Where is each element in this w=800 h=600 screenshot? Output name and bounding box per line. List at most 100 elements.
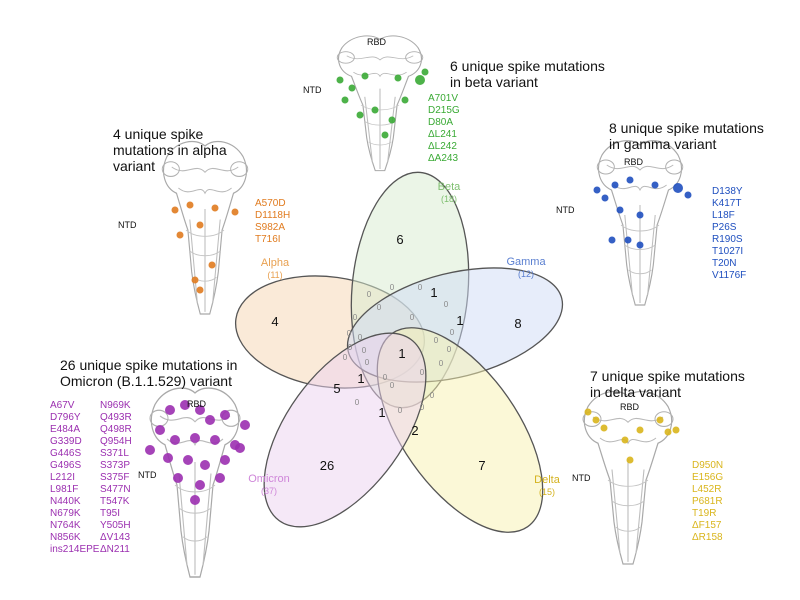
mutation-marker bbox=[220, 410, 230, 420]
mutation-marker bbox=[183, 455, 193, 465]
mutation-marker bbox=[381, 131, 389, 139]
gamma-mutation-item: L18F bbox=[712, 210, 735, 221]
venn-label-delta-count: (15) bbox=[538, 487, 555, 497]
venn-label-delta-name: Delta bbox=[534, 474, 560, 486]
alpha-mutation-item: A570D bbox=[255, 198, 286, 209]
gamma-mutation-item: T20N bbox=[712, 258, 737, 269]
venn-region-numbers: 4 6 8 7 26 1 1 1 5 1 1 2 bbox=[271, 232, 521, 473]
alpha-mutation-markers bbox=[171, 201, 239, 294]
omicron-mutation-item: Y505H bbox=[100, 520, 131, 531]
venn-zero-label: 0 bbox=[434, 336, 439, 345]
venn-zero-label: 0 bbox=[418, 283, 423, 292]
mutation-marker bbox=[200, 460, 210, 470]
venn-zero-label: 0 bbox=[348, 343, 353, 352]
mutation-marker bbox=[672, 426, 680, 434]
mutation-marker bbox=[220, 455, 230, 465]
mutation-marker bbox=[624, 236, 632, 244]
omicron-mutation-item: Q954H bbox=[100, 436, 132, 447]
mutation-marker bbox=[205, 415, 215, 425]
mutation-marker bbox=[388, 116, 396, 124]
mutation-marker bbox=[626, 176, 634, 184]
region-center: 1 bbox=[398, 346, 405, 361]
omicron-mutation-item: T95I bbox=[100, 508, 121, 519]
beta-mutation-item: D215G bbox=[428, 105, 460, 116]
venn-zero-label: 0 bbox=[355, 398, 360, 407]
delta-mutation-item: D950N bbox=[692, 460, 724, 471]
mutation-marker bbox=[155, 425, 165, 435]
mutation-marker bbox=[211, 204, 219, 212]
beta-title-line-2: in beta variant bbox=[450, 74, 538, 90]
mutation-marker bbox=[235, 443, 245, 453]
region-alpha-omicron-inner: 1 bbox=[357, 371, 364, 386]
mutation-marker bbox=[401, 96, 409, 104]
venn-zero-label: 0 bbox=[398, 406, 403, 415]
region-alpha-only: 4 bbox=[271, 314, 278, 329]
omicron-mutation-item: G339D bbox=[50, 436, 82, 447]
omicron-mutation-item: T547K bbox=[100, 496, 130, 507]
omicron-mutation-item: ΔN211 bbox=[100, 544, 130, 555]
mutation-marker bbox=[371, 106, 379, 114]
venn-zero-label: 0 bbox=[367, 290, 372, 299]
mutation-marker bbox=[190, 433, 200, 443]
region-delta-beta: 2 bbox=[411, 423, 418, 438]
delta-mutation-item: T19R bbox=[692, 508, 717, 519]
gamma-title-line-2: in gamma variant bbox=[609, 136, 717, 152]
venn-zero-label: 0 bbox=[343, 353, 348, 362]
venn-label-gamma-name: Gamma bbox=[506, 256, 546, 268]
venn-label-beta: Beta (18) bbox=[432, 181, 466, 205]
delta-mutation-item: E156G bbox=[692, 472, 724, 483]
mutation-marker bbox=[341, 96, 349, 104]
alpha-panel-title: 4 unique spike mutations in alpha varian… bbox=[113, 126, 227, 174]
venn-zero-label: 0 bbox=[439, 359, 444, 368]
omicron-mutation-item: S371L bbox=[100, 448, 129, 459]
omicron-mutation-item: S375F bbox=[100, 472, 130, 483]
delta-title-line-2: in delta variant bbox=[590, 384, 682, 400]
gamma-mutation-item: R190S bbox=[712, 234, 743, 245]
venn-label-omicron-count: (37) bbox=[260, 486, 277, 496]
venn-set-omicron bbox=[263, 332, 427, 528]
beta-ntd-label: NTD bbox=[303, 85, 322, 95]
alpha-ntd-label: NTD bbox=[118, 220, 137, 230]
alpha-mutation-item: D1118H bbox=[255, 210, 291, 221]
mutation-marker bbox=[361, 72, 369, 80]
mutation-marker bbox=[616, 206, 624, 214]
region-omicron-only: 26 bbox=[320, 458, 334, 473]
venn-label-omicron: Omicron (37) bbox=[244, 473, 294, 497]
delta-ntd-label: NTD bbox=[572, 473, 591, 483]
beta-mutation-markers bbox=[336, 68, 429, 139]
mutation-marker bbox=[196, 286, 204, 294]
omicron-mutation-item: L212I bbox=[50, 472, 76, 483]
venn-zero-label: 0 bbox=[377, 303, 382, 312]
mutation-marker bbox=[145, 445, 155, 455]
omicron-mutation-item: N856K bbox=[50, 532, 81, 543]
region-gamma-only: 8 bbox=[514, 316, 521, 331]
venn-label-alpha-name: Alpha bbox=[260, 257, 290, 269]
mutation-marker bbox=[180, 400, 190, 410]
delta-rbd-label: RBD bbox=[620, 402, 640, 412]
mutation-marker bbox=[664, 428, 672, 436]
omicron-mutation-item: S373P bbox=[100, 460, 131, 471]
mutation-marker bbox=[356, 111, 364, 119]
venn-zero-label: 0 bbox=[430, 391, 435, 400]
mutation-marker bbox=[656, 416, 664, 424]
mutation-marker bbox=[240, 420, 250, 430]
mutation-marker bbox=[651, 181, 659, 189]
omicron-mutation-item: D796Y bbox=[50, 412, 81, 423]
mutation-marker bbox=[195, 405, 205, 415]
gamma-mutation-item: K417T bbox=[712, 198, 742, 209]
beta-mutation-item: ΔA243 bbox=[428, 153, 459, 164]
mutation-marker bbox=[215, 473, 225, 483]
delta-mutation-item: L452R bbox=[692, 484, 722, 495]
venn-label-gamma-count: (12) bbox=[517, 269, 534, 279]
delta-mutation-item: ΔF157 bbox=[692, 520, 722, 531]
venn-zero-label: 0 bbox=[447, 345, 452, 354]
mutation-marker bbox=[592, 416, 600, 424]
omicron-rbd-label: RBD bbox=[187, 399, 207, 409]
